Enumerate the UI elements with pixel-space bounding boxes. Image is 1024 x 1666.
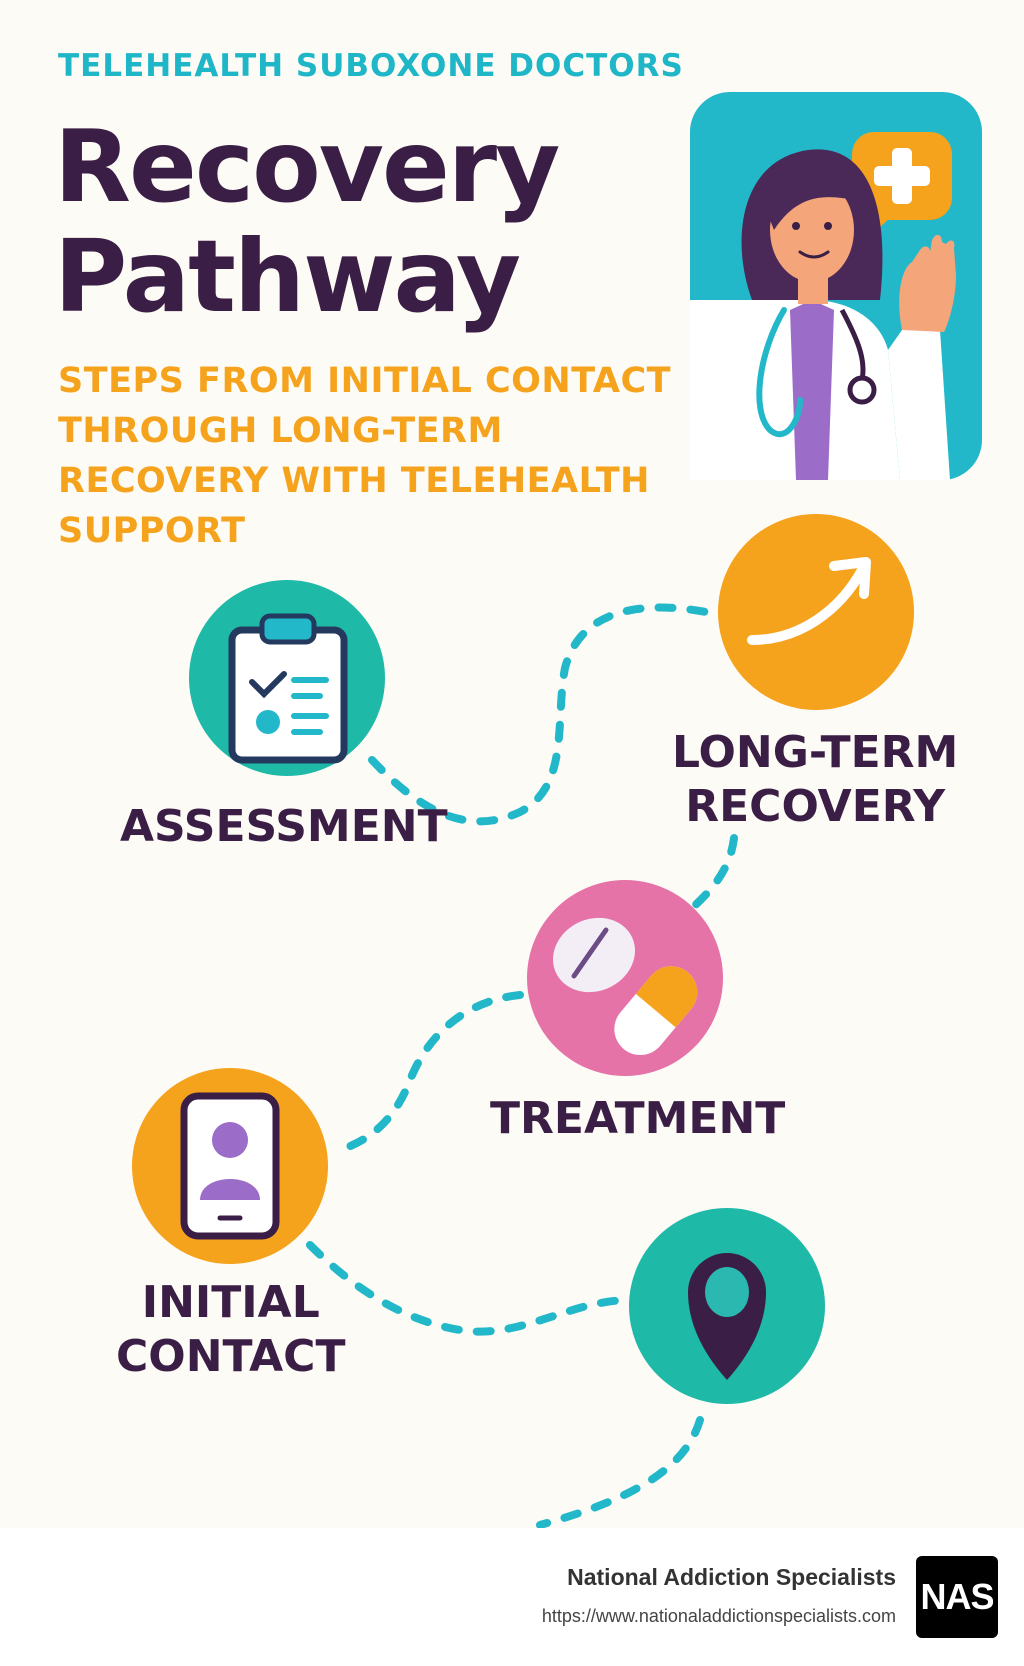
step-label-long-term-line2: RECOVERY	[685, 781, 946, 832]
step-label-initial-line1: INITIAL	[141, 1277, 320, 1328]
pathway-diagram	[132, 92, 982, 1528]
nas-logo: NAS	[916, 1556, 998, 1638]
upward-arrow-icon	[747, 557, 871, 645]
location-pin-icon	[688, 1253, 766, 1380]
step-label-assessment: ASSESSMENT	[120, 801, 448, 852]
initial-contact-circle	[132, 1068, 328, 1264]
phone-video-call-icon	[180, 1092, 280, 1240]
path-treatment-to-initial	[336, 991, 524, 1154]
brand-url[interactable]: https://www.nationaladdictionspecialists…	[541, 1606, 896, 1626]
path-assessment-to-longterm	[368, 603, 710, 826]
doctor-waving-illustration	[690, 92, 982, 480]
footer: National Addiction Specialists https://w…	[0, 1528, 1024, 1666]
treatment-circle	[527, 880, 723, 1076]
step-label-treatment: TREATMENT	[490, 1093, 786, 1144]
step-label-long-term-recovery: LONG-TERM RECOVERY	[672, 726, 958, 834]
path-destination-onward	[536, 1416, 704, 1528]
assessment-circle	[189, 580, 385, 776]
path-initial-to-destination	[306, 1241, 634, 1336]
step-label-long-term-line1: LONG-TERM	[672, 727, 959, 778]
longterm-circle	[718, 514, 914, 710]
path-longterm-to-treatment	[686, 834, 738, 914]
clipboard-checklist-icon	[228, 613, 348, 764]
pills-icon	[553, 917, 698, 1056]
title-line-1: Recovery	[54, 108, 560, 225]
step-label-initial-contact: INITIAL CONTACT	[116, 1276, 345, 1384]
eyebrow-title: TELEHEALTH SUBOXONE DOCTORS	[58, 48, 684, 84]
page-title: Recovery Pathway	[54, 108, 560, 335]
brand-name: National Addiction Specialists	[567, 1564, 896, 1590]
title-line-2: Pathway	[54, 218, 521, 335]
subtitle: STEPS FROM INITIAL CONTACT THROUGH LONG-…	[58, 361, 672, 551]
dashed-pathway	[306, 603, 738, 1528]
step-label-initial-line2: CONTACT	[116, 1331, 346, 1382]
destination-circle	[629, 1208, 825, 1404]
